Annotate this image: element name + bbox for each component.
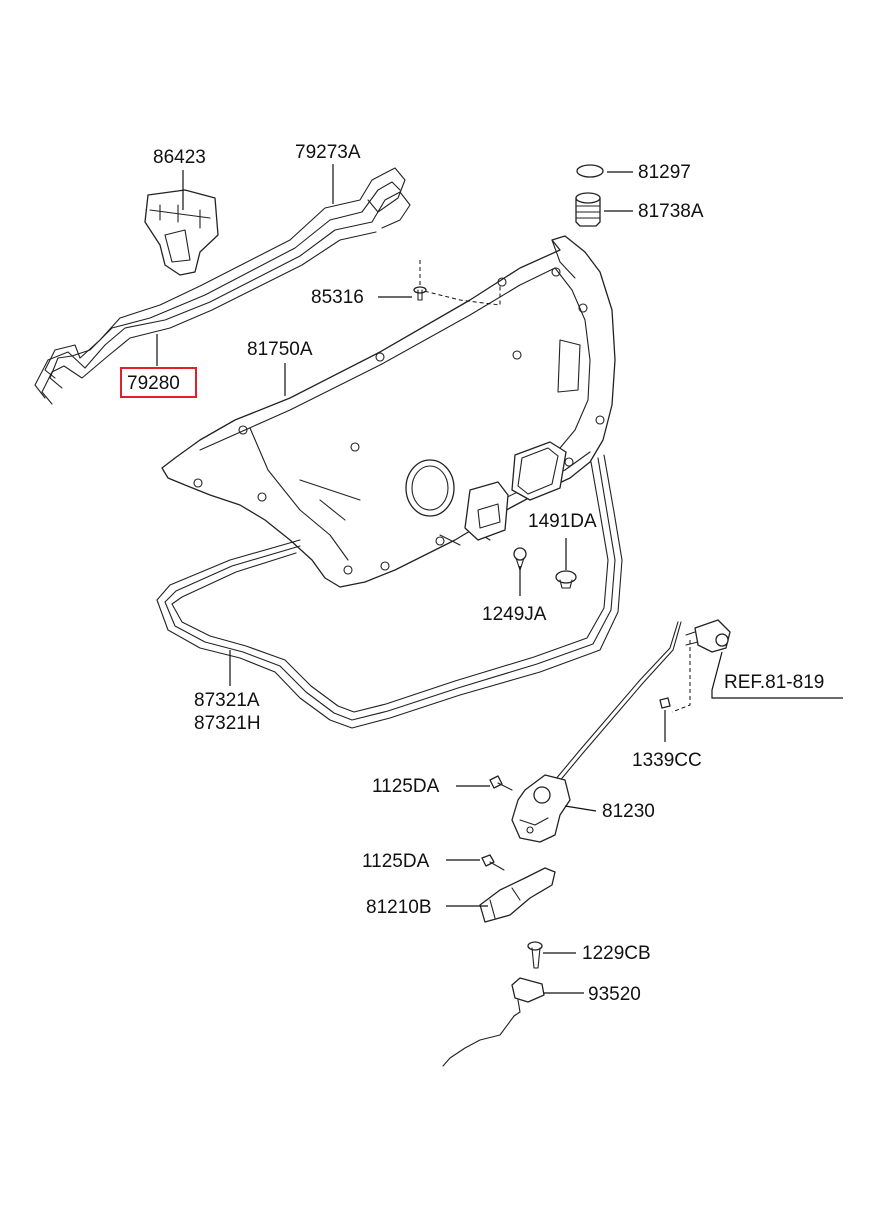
actuator-ref-81819[interactable] <box>685 619 731 653</box>
label-93520[interactable]: 93520 <box>588 984 641 1005</box>
cap-81297[interactable] <box>576 164 604 178</box>
label-1249JA[interactable]: 1249JA <box>482 604 547 625</box>
bolt-1125DA-lower[interactable] <box>481 854 505 871</box>
label-1339CC[interactable]: 1339CC <box>632 750 702 771</box>
striker-81210B[interactable] <box>479 867 556 923</box>
screw-1229CB[interactable] <box>527 941 543 969</box>
label-ref-81-819[interactable]: REF.81-819 <box>724 672 824 693</box>
highlight-box <box>120 367 197 398</box>
label-81297[interactable]: 81297 <box>638 162 691 183</box>
nut-1339CC[interactable] <box>659 697 671 709</box>
bracket-86423[interactable] <box>144 189 219 276</box>
label-86423[interactable]: 86423 <box>153 147 206 168</box>
label-85316[interactable]: 85316 <box>311 287 364 308</box>
label-81738A[interactable]: 81738A <box>638 201 704 222</box>
label-81230[interactable]: 81230 <box>602 801 655 822</box>
weather-strip[interactable] <box>156 454 623 729</box>
torsion-rod-79280[interactable] <box>34 191 411 405</box>
label-79273A[interactable]: 79273A <box>295 142 361 163</box>
label-79280[interactable]: 79280 <box>127 373 180 394</box>
torsion-rod-79273A[interactable] <box>44 167 406 389</box>
label-87321H[interactable]: 87321H <box>194 713 261 734</box>
release-cable[interactable] <box>539 621 682 804</box>
label-1125DA-upper[interactable]: 1125DA <box>372 776 440 797</box>
bumper-81738A[interactable] <box>575 192 601 227</box>
bolt-1491DA[interactable] <box>555 570 577 589</box>
label-87321A[interactable]: 87321A <box>194 690 260 711</box>
latch-81230[interactable] <box>511 774 571 843</box>
trunk-trim-panel[interactable] <box>161 235 616 588</box>
label-1491DA[interactable]: 1491DA <box>528 511 597 532</box>
switch-93520[interactable] <box>442 977 545 1067</box>
bolt-1125DA-upper[interactable] <box>489 775 513 791</box>
label-1229CB[interactable]: 1229CB <box>582 943 651 964</box>
label-81750A[interactable]: 81750A <box>247 339 313 360</box>
leader-lines <box>156 164 843 994</box>
part-labels: 86423 79273A 79280 81297 81738A 85316 81… <box>127 142 824 1005</box>
screw-85316[interactable] <box>413 286 427 301</box>
label-81210B[interactable]: 81210B <box>366 897 432 918</box>
label-1125DA-lower[interactable]: 1125DA <box>362 851 430 872</box>
